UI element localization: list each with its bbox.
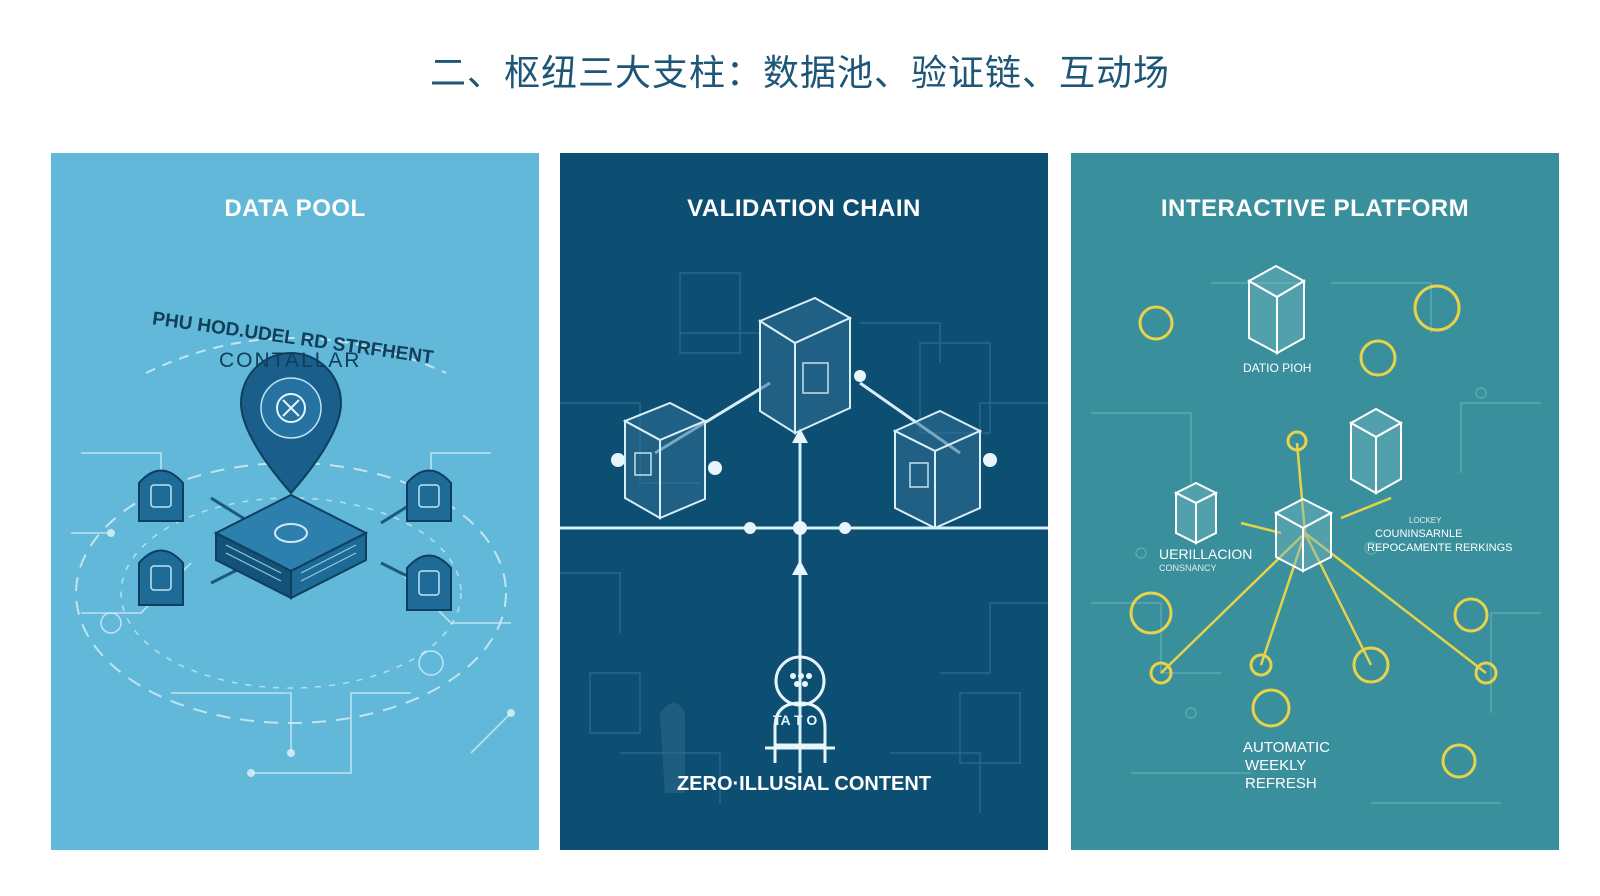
interactive-platform-panel: INTERACTIVE PLATFORM DATIO PIOH UERILLAC… <box>1071 153 1559 850</box>
label-repocamente-rerkings: REPOCAMENTE RERKINGS <box>1367 542 1513 554</box>
label-uerillacion: UERILLACION <box>1159 546 1253 562</box>
zero-illusial-caption: ZERO·ILLUSIAL CONTENT <box>676 773 932 795</box>
database-server-icon <box>213 493 369 600</box>
data-pool-heading: DATA POOL <box>224 195 366 222</box>
interactive-platform-illustration <box>1091 264 1541 804</box>
arc-text-bottom: CONTALLAR <box>219 349 362 372</box>
server-block-icon <box>622 296 983 530</box>
badge-small-label: Ta t o <box>773 712 818 728</box>
label-lockey: LOCKEY <box>1409 516 1442 525</box>
validation-chain-heading: VALIDATION CHAIN <box>687 195 921 222</box>
validation-chain-illustration <box>560 272 1048 813</box>
data-pool-illustration <box>71 337 515 777</box>
label-weekly: WEEKLY <box>1245 757 1307 774</box>
interactive-platform-heading: INTERACTIVE PLATFORM <box>1160 195 1470 222</box>
location-pin-icon <box>239 352 343 495</box>
page-title: 二、枢纽三大支柱：数据池、验证链、互动场 <box>429 53 1170 94</box>
server-cube-icon <box>1173 264 1404 573</box>
label-refresh: REFRESH <box>1245 775 1317 792</box>
label-couninsarnle: COUNINSARNLE <box>1375 528 1463 540</box>
person-badge-icon <box>765 655 835 763</box>
label-consnancy: CONSNANCY <box>1159 563 1217 573</box>
data-pool-panel: DATA POOL PHU HOD.UDEL RD STRFHENT CONTA… <box>51 153 539 850</box>
validation-chain-panel: VALIDATION CHAIN Ta t o ZERO·ILLUSIAL CO… <box>560 153 1048 850</box>
node-icon <box>138 469 452 611</box>
label-datio-pioh: DATIO PIOH <box>1243 361 1312 375</box>
label-automatic: AUTOMATIC <box>1243 739 1330 756</box>
